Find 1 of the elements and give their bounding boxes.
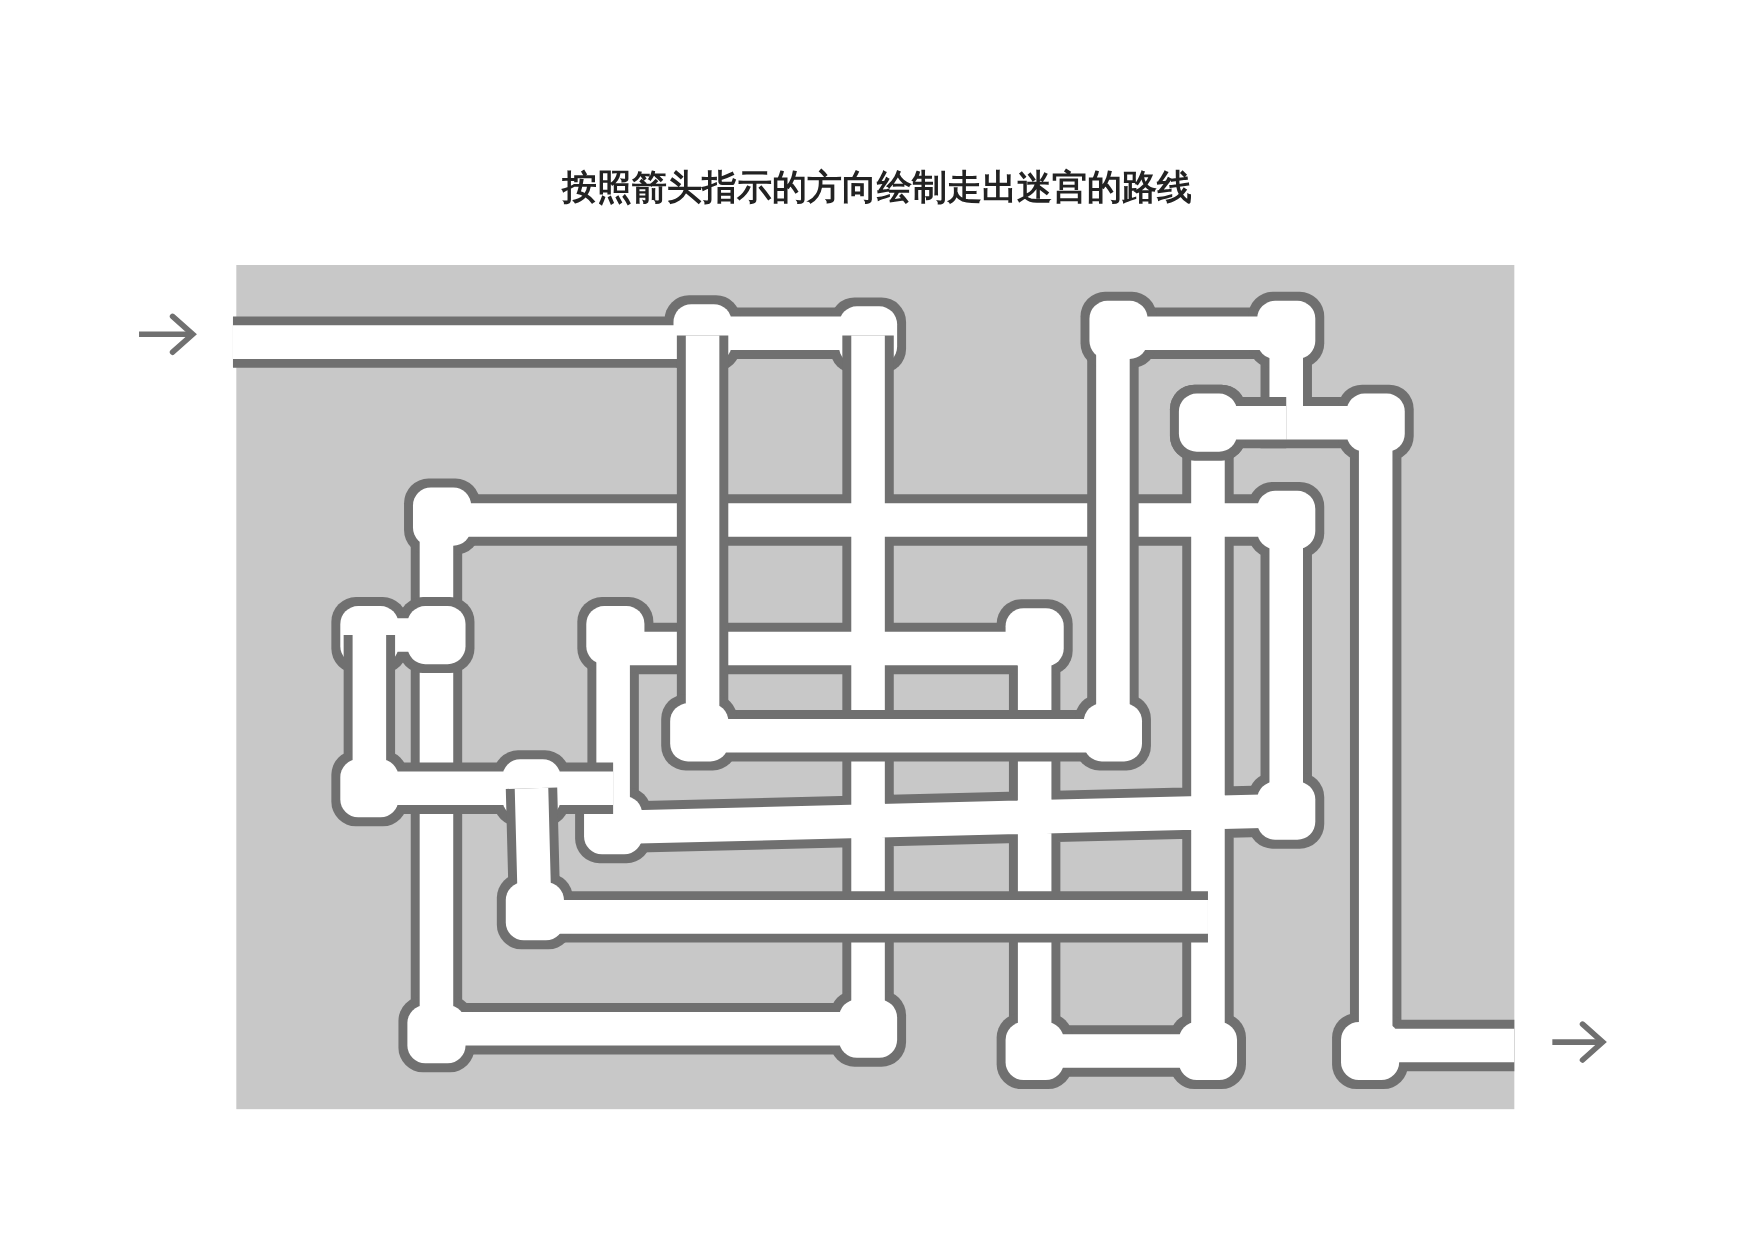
title: 按照箭头指示的方向绘制走出迷宫的路线 bbox=[562, 167, 1192, 207]
